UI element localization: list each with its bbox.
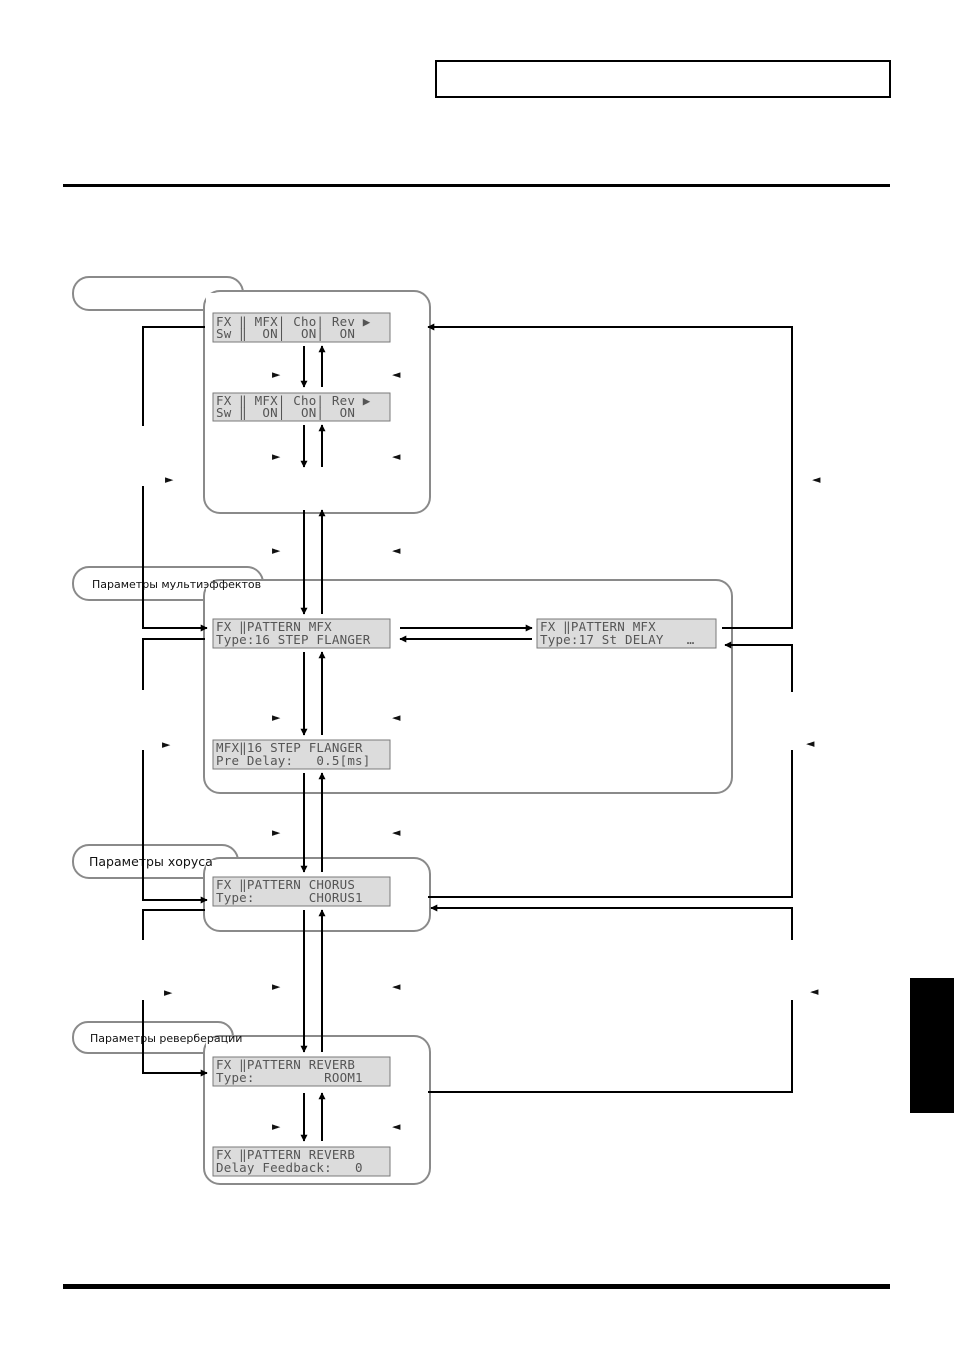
lcd-line-2: Type: CHORUS1: [216, 890, 363, 905]
lcd-panel: [212, 312, 391, 343]
triangle-left-icon: ◄: [392, 1120, 401, 1133]
triangle-left-icon: ◄: [810, 985, 819, 998]
triangle-right-icon: ►: [165, 473, 174, 486]
lcd-line-2: Type:16 STEP FLANGER: [216, 632, 371, 647]
lcd-panel: [212, 618, 391, 649]
triangle-markers: ► ◄ ► ◄ ► ◄ ► ◄ ► ◄ ► ◄ ► ◄ ► ► ► ◄ ◄ ◄: [162, 368, 821, 1133]
triangle-left-icon: ◄: [392, 544, 401, 557]
lcd-screen-chorus-type: FX ‖PATTERN CHORUS Type: CHORUS1: [212, 876, 391, 907]
lcd-panel: [536, 618, 717, 649]
lcd-screen-sw2: FX ‖ MFX| Cho| Rev ▶ Sw ‖ ON| ON| ON: [212, 392, 391, 422]
lcd-line-1: FX ‖ MFX| Cho| Rev ▶: [216, 393, 371, 408]
group-multi-effects-join: [206, 582, 261, 598]
lcd-panel: [212, 1056, 391, 1087]
lcd-line-2: Delay Feedback: 0: [216, 1160, 363, 1175]
triangle-right-icon: ►: [272, 980, 281, 993]
group-reverb-join: [206, 1038, 231, 1052]
triangle-left-icon: ◄: [392, 450, 401, 463]
group-chorus: Параметры хоруса: [72, 844, 431, 932]
lcd-line-1: FX ‖PATTERN CHORUS: [216, 877, 355, 892]
triangle-left-icon: ◄: [392, 368, 401, 381]
triangle-right-icon: ►: [164, 986, 173, 999]
lcd-line-1: FX ‖PATTERN MFX: [216, 619, 332, 634]
triangle-right-icon: ►: [272, 1120, 281, 1133]
chapter-tab: [910, 978, 954, 1113]
lcd-line-1: FX ‖PATTERN REVERB: [216, 1057, 355, 1072]
lcd-line-1: MFX‖16 STEP FLANGER: [216, 740, 363, 755]
connector: [428, 1000, 793, 1093]
triangle-right-icon: ►: [162, 738, 171, 751]
lcd-line-2: Type: ROOM1: [216, 1070, 363, 1085]
group-chorus-label: Параметры хоруса: [89, 854, 213, 869]
lcd-line-2: Sw ‖ ON| ON| ON: [216, 326, 355, 341]
connector: [724, 641, 793, 692]
triangle-right-icon: ►: [272, 711, 281, 724]
group-multi-effects: Параметры мультиэффектов: [72, 566, 733, 794]
connector: [142, 1000, 208, 1077]
section-rule: [63, 184, 890, 187]
lcd-screen-mfx-param: MFX‖16 STEP FLANGER Pre Delay: 0.5[ms]: [212, 739, 391, 770]
connector: [142, 638, 205, 690]
triangle-left-icon: ◄: [812, 473, 821, 486]
triangle-right-icon: ►: [272, 826, 281, 839]
connector: [142, 326, 205, 426]
footer-rule: [63, 1284, 890, 1289]
triangle-left-icon: ◄: [392, 826, 401, 839]
lcd-line-1: FX ‖PATTERN MFX: [540, 619, 656, 634]
lcd-panel: [212, 1146, 391, 1177]
left-connectors: [142, 326, 208, 1077]
group-chorus-join: [206, 860, 236, 876]
lcd-screen-reverb-type: FX ‖PATTERN REVERB Type: ROOM1: [212, 1056, 391, 1087]
group-switches-join: [206, 293, 246, 309]
triangle-right-icon: ►: [272, 544, 281, 557]
connector: [428, 750, 793, 898]
lcd-panel: [212, 739, 391, 770]
lcd-line-2: Type:17 St DELAY …: [540, 632, 695, 647]
group-multi-effects-label: Параметры мультиэффектов: [92, 578, 261, 591]
triangle-right-icon: ►: [272, 450, 281, 463]
horizontal-arrows: [399, 624, 533, 643]
triangle-left-icon: ◄: [392, 980, 401, 993]
lcd-screen-reverb-param: FX ‖PATTERN REVERB Delay Feedback: 0: [212, 1146, 391, 1177]
connector: [142, 486, 208, 632]
vertical-arrows: [300, 345, 326, 1142]
lcd-line-2: Pre Delay: 0.5[ms]: [216, 753, 371, 768]
lcd-screen-mfx-type16: FX ‖PATTERN MFX Type:16 STEP FLANGER: [212, 618, 391, 649]
connector: [427, 323, 793, 629]
lcd-screen-sw1: FX ‖ MFX| Cho| Rev ▶ Sw ‖ ON| ON| ON: [212, 312, 391, 343]
triangle-right-icon: ►: [272, 368, 281, 381]
lcd-panel: [212, 876, 391, 907]
lcd-panel: [212, 392, 391, 422]
lcd-line-1: FX ‖PATTERN REVERB: [216, 1147, 355, 1162]
lcd-line-1: FX ‖ MFX| Cho| Rev ▶: [216, 314, 371, 329]
group-reverb-label: Параметры реверберации: [90, 1032, 242, 1045]
triangle-left-icon: ◄: [392, 711, 401, 724]
right-connectors: [427, 323, 793, 1093]
connector: [430, 904, 793, 940]
connector: [142, 750, 208, 904]
triangle-left-icon: ◄: [806, 737, 815, 750]
lcd-line-2: Sw ‖ ON| ON| ON: [216, 405, 355, 420]
connector: [142, 909, 205, 940]
chapter-header-box: [435, 60, 891, 98]
lcd-screen-mfx-type17: FX ‖PATTERN MFX Type:17 St DELAY …: [536, 618, 717, 649]
